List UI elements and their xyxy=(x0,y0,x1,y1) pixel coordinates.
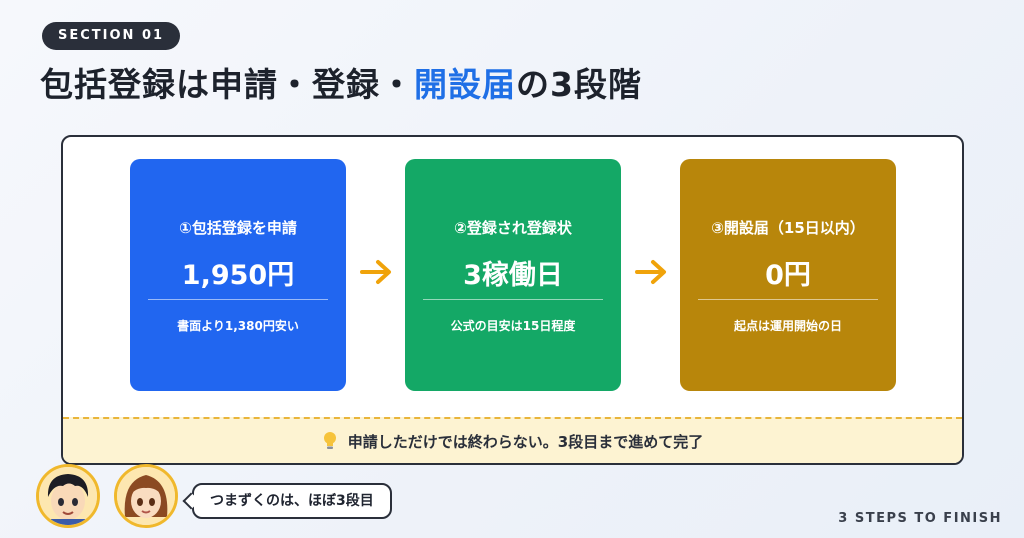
girl-face-icon xyxy=(117,467,175,525)
title-prefix: 包括登録は申請・登録・ xyxy=(40,65,414,104)
step-divider xyxy=(148,299,328,300)
title-suffix: の3段階 xyxy=(516,65,642,104)
step-card-apply: ①包括登録を申請 1,950円 書面より1,380円安い xyxy=(130,159,346,391)
step-divider xyxy=(423,299,603,300)
page-title: 包括登録は申請・登録・開設届の3段階 xyxy=(40,58,642,106)
step-label: ①包括登録を申請 xyxy=(179,219,297,237)
speech-bubble-tail xyxy=(182,492,200,510)
speech-text: つまずくのは、ほぼ3段目 xyxy=(210,493,374,509)
step-value: 0円 xyxy=(765,260,811,291)
step-card-opening-notice: ③開設届（15日以内） 0円 起点は運用開始の日 xyxy=(680,159,896,391)
step-value: 1,950円 xyxy=(181,260,295,291)
step-card-registration: ②登録され登録状 3稼働日 公式の目安は15日程度 xyxy=(405,159,621,391)
section-badge: SECTION 01 xyxy=(42,22,181,50)
tip-text: 申請しただけでは終わらない。3段目まで進めて完了 xyxy=(347,432,704,451)
lightbulb-icon xyxy=(323,432,336,449)
girl-avatar xyxy=(114,464,178,528)
step-label: ②登録され登録状 xyxy=(454,219,572,237)
boy-avatar xyxy=(36,464,100,528)
title-highlight: 開設届 xyxy=(414,65,516,104)
arrow-right-icon xyxy=(635,260,666,284)
speech-bubble: つまずくのは、ほぼ3段目 xyxy=(182,483,392,519)
arrow-right-icon xyxy=(360,260,391,284)
step-value: 3稼働日 xyxy=(463,260,563,291)
step-note: 書面より1,380円安い xyxy=(177,319,299,333)
tip-banner: 申請しただけでは終わらない。3段目まで進めて完了 xyxy=(63,417,962,463)
steps-panel: ①包括登録を申請 1,950円 書面より1,380円安い ②登録され登録状 3稼… xyxy=(61,135,964,465)
boy-face-icon xyxy=(39,467,97,525)
step-divider xyxy=(698,299,878,300)
step-label: ③開設届（15日以内） xyxy=(711,219,865,237)
step-note: 起点は運用開始の日 xyxy=(733,319,842,333)
step-note: 公式の目安は15日程度 xyxy=(450,319,576,333)
footer-caption: 3 STEPS TO FINISH xyxy=(838,511,1002,526)
